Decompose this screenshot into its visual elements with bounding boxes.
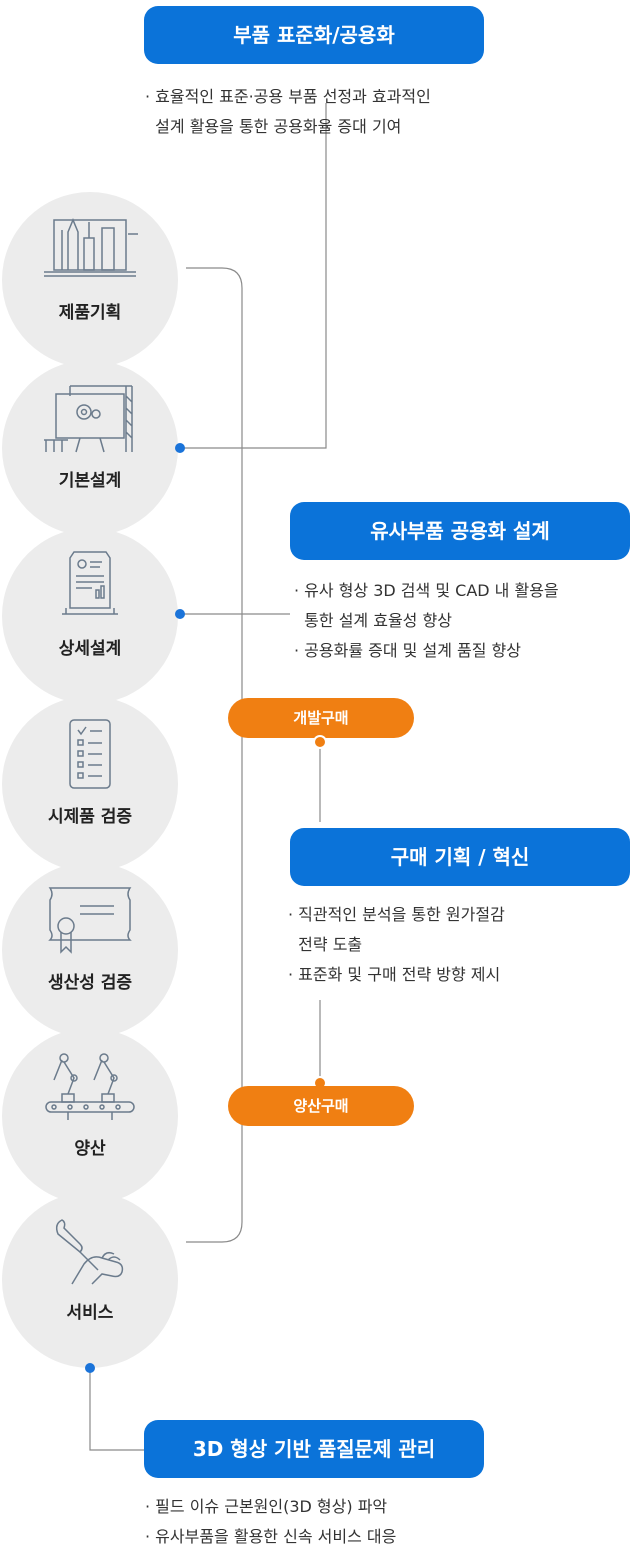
- stage-label: 제품기획: [58, 303, 122, 323]
- stage-mass-production: 양산: [2, 1028, 178, 1204]
- desc-line: · 공용화률 증대 및 설계 품질 향상: [294, 641, 521, 660]
- desc-line: · 효율적인 표준·공용 부품 선정과 효과적인: [145, 87, 431, 106]
- stage-label: 시제품 검증: [47, 807, 133, 827]
- stage-service: 서비스: [2, 1192, 178, 1368]
- standardization-desc: · 효율적인 표준·공용 부품 선정과 효과적인 설계 활용을 통한 공용화율 …: [145, 82, 431, 142]
- connector-dot: [175, 609, 185, 619]
- quality-desc: · 필드 이슈 근본원인(3D 형상) 파악 · 유사부품을 활용한 신속 서비…: [145, 1492, 396, 1552]
- desc-line: · 필드 이슈 근본원인(3D 형상) 파악: [145, 1497, 388, 1516]
- document-stand-icon: [62, 551, 118, 615]
- similar-parts-title: 유사부품 공용화 설계: [290, 502, 630, 560]
- purchase-desc: · 직관적인 분석을 통한 원가절감 전략 도출 · 표준화 및 구매 전략 방…: [288, 900, 505, 990]
- blueprint-gear-icon: [44, 385, 133, 453]
- stage-label: 서비스: [66, 1303, 114, 1323]
- stage-productivity-validation: 생산성 검증: [2, 862, 178, 1038]
- desc-line: 통한 설계 효율성 향상: [294, 611, 452, 630]
- desc-line: · 유사 형상 3D 검색 및 CAD 내 활용을: [294, 581, 559, 600]
- robot-arm-icon: [45, 1053, 135, 1120]
- stage-label: 양산: [74, 1139, 106, 1159]
- phase-mass: 양산구매: [228, 1086, 414, 1126]
- stage-basic-design: 기본설계: [2, 360, 178, 536]
- certificate-icon: [48, 887, 132, 954]
- stage-label: 상세설계: [58, 639, 122, 659]
- stage-label: 기본설계: [58, 471, 122, 491]
- standardization-title: 부품 표준화/공용화: [144, 6, 484, 64]
- desc-line: 설계 활용을 통한 공용화율 증대 기여: [145, 117, 402, 136]
- phase-development: 개발구매: [228, 698, 414, 738]
- quality-title: 3D 형상 기반 품질문제 관리: [144, 1420, 484, 1478]
- tools-icon: [44, 218, 138, 277]
- purchase-title: 구매 기획 / 혁신: [290, 828, 630, 886]
- stage-detail-design: 상세설계: [2, 528, 178, 704]
- connector-dot: [175, 443, 185, 453]
- desc-line: 전략 도출: [288, 935, 363, 954]
- stage-prototype-validation: 시제품 검증: [2, 696, 178, 872]
- stage-product-planning: 제품기획: [2, 192, 178, 368]
- desc-line: · 유사부품을 활용한 신속 서비스 대응: [145, 1527, 397, 1546]
- phase-dot: [313, 735, 327, 749]
- connector-dot: [85, 1363, 95, 1373]
- hand-wrench-icon: [55, 1219, 124, 1285]
- desc-line: · 표준화 및 구매 전략 방향 제시: [288, 965, 501, 984]
- checklist-icon: [69, 719, 111, 789]
- similar-parts-desc: · 유사 형상 3D 검색 및 CAD 내 활용을 통한 설계 효율성 향상 ·…: [294, 576, 559, 666]
- stage-label: 생산성 검증: [47, 973, 133, 993]
- desc-line: · 직관적인 분석을 통한 원가절감: [288, 905, 505, 924]
